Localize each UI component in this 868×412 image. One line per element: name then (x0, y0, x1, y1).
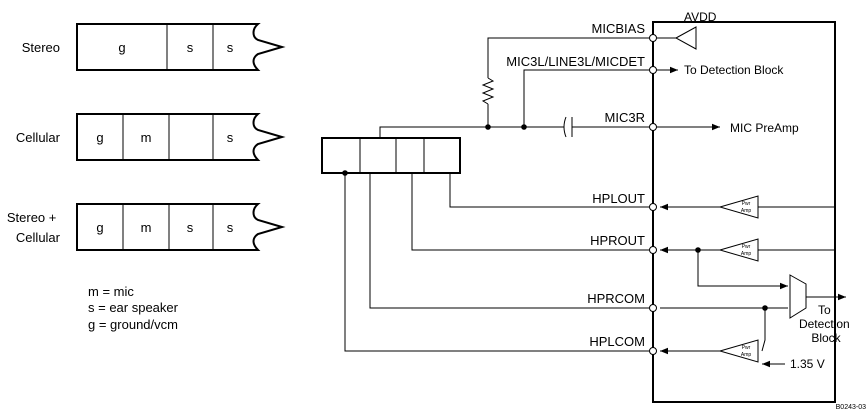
hplcom-net: Pwr Amp 1.35 V (344, 173, 825, 371)
plug-stereo-cellular: Stereo + Cellular g m s s (7, 203, 286, 251)
plug-cellular: Cellular g m s (16, 113, 286, 161)
to-detection-label: To Detection Block (684, 63, 784, 77)
circuit: MICBIAS MIC3L/LINE3L/MICDET MIC3R HPLOUT… (321, 10, 866, 411)
bias-voltage-label: 1.35 V (790, 357, 825, 371)
plug-cellular-body (76, 113, 286, 161)
amp-label: Amp (741, 352, 752, 358)
plug-cellular-seg: s (227, 130, 234, 145)
plug-stereo-seg: s (187, 40, 194, 55)
to-detection-block-label: To Detection Block (799, 303, 853, 345)
amp-label: Pwr (742, 345, 751, 351)
headset-jack (321, 137, 461, 174)
plug-stereo-cellular-label: Stereo + Cellular (7, 210, 61, 245)
hplout-net: Pwr Amp (449, 173, 835, 219)
codec-block (652, 21, 836, 403)
plug-stereo-cellular-body (76, 203, 286, 251)
plug-stereo: Stereo g s s (22, 23, 286, 71)
to-detection-line: Block (811, 331, 841, 345)
figure-id: B0243-03 (836, 404, 866, 411)
plug-cellular-seg: g (96, 130, 103, 145)
plug-types: Stereo g s s Cellular g m s Stereo + Cel… (7, 23, 286, 332)
legend-item: g = ground/vcm (88, 317, 178, 332)
plug-cellular-label: Cellular (16, 130, 61, 145)
pin-micbias-label: MICBIAS (592, 21, 646, 36)
plug-stereo-cellular-seg: m (141, 220, 152, 235)
amp-label: Pwr (742, 244, 751, 250)
avdd-label: AVDD (684, 10, 717, 24)
power-amp-hplout (718, 195, 759, 219)
to-detection-line: To (818, 303, 831, 317)
hprcom-net (342, 170, 788, 352)
avdd-source: AVDD (657, 10, 717, 50)
amp-label: Amp (741, 208, 752, 214)
pin-hprcom-label: HPRCOM (587, 291, 645, 306)
micbias-net (481, 37, 649, 127)
power-amp-hplcom (718, 339, 759, 363)
plug-stereo-body (76, 23, 286, 71)
mic-preamp-label: MIC PreAmp (730, 121, 799, 135)
plug-stereo-seg: g (118, 40, 125, 55)
power-amp-hprout (718, 238, 759, 262)
legend: m = mic s = ear speaker g = ground/vcm (88, 284, 179, 332)
to-detection-line: Detection (799, 317, 850, 331)
legend-item: s = ear speaker (88, 300, 179, 315)
plug-stereo-cellular-seg: g (96, 220, 103, 235)
mic3r-net: MIC PreAmp (379, 116, 799, 138)
detection-mux: To Detection Block (789, 274, 853, 345)
plug-stereo-cellular-label-line1: Stereo + (7, 210, 57, 225)
junction-dot (485, 124, 491, 130)
pin-mic3r-label: MIC3R (605, 110, 645, 125)
plug-cellular-seg: m (141, 130, 152, 145)
plug-stereo-cellular-seg: s (187, 220, 194, 235)
plug-stereo-seg: s (227, 40, 234, 55)
hprout-net: Pwr Amp (411, 173, 835, 290)
junction-dot (521, 124, 527, 130)
mic3l-net: To Detection Block (523, 63, 784, 127)
pin-hplout-label: HPLOUT (592, 191, 645, 206)
junction-dot (762, 305, 768, 311)
pin-hplcom-label: HPLCOM (589, 334, 645, 349)
plug-stereo-cellular-seg: s (227, 220, 234, 235)
pin-hprout-label: HPROUT (590, 233, 645, 248)
amp-label: Amp (741, 251, 752, 257)
pin-terminals (649, 34, 657, 355)
legend-item: m = mic (88, 284, 134, 299)
plug-stereo-label: Stereo (22, 40, 60, 55)
plug-stereo-cellular-label-line2: Cellular (16, 230, 61, 245)
pin-mic3l-label: MIC3L/LINE3L/MICDET (506, 54, 645, 69)
amp-label: Pwr (742, 201, 751, 207)
